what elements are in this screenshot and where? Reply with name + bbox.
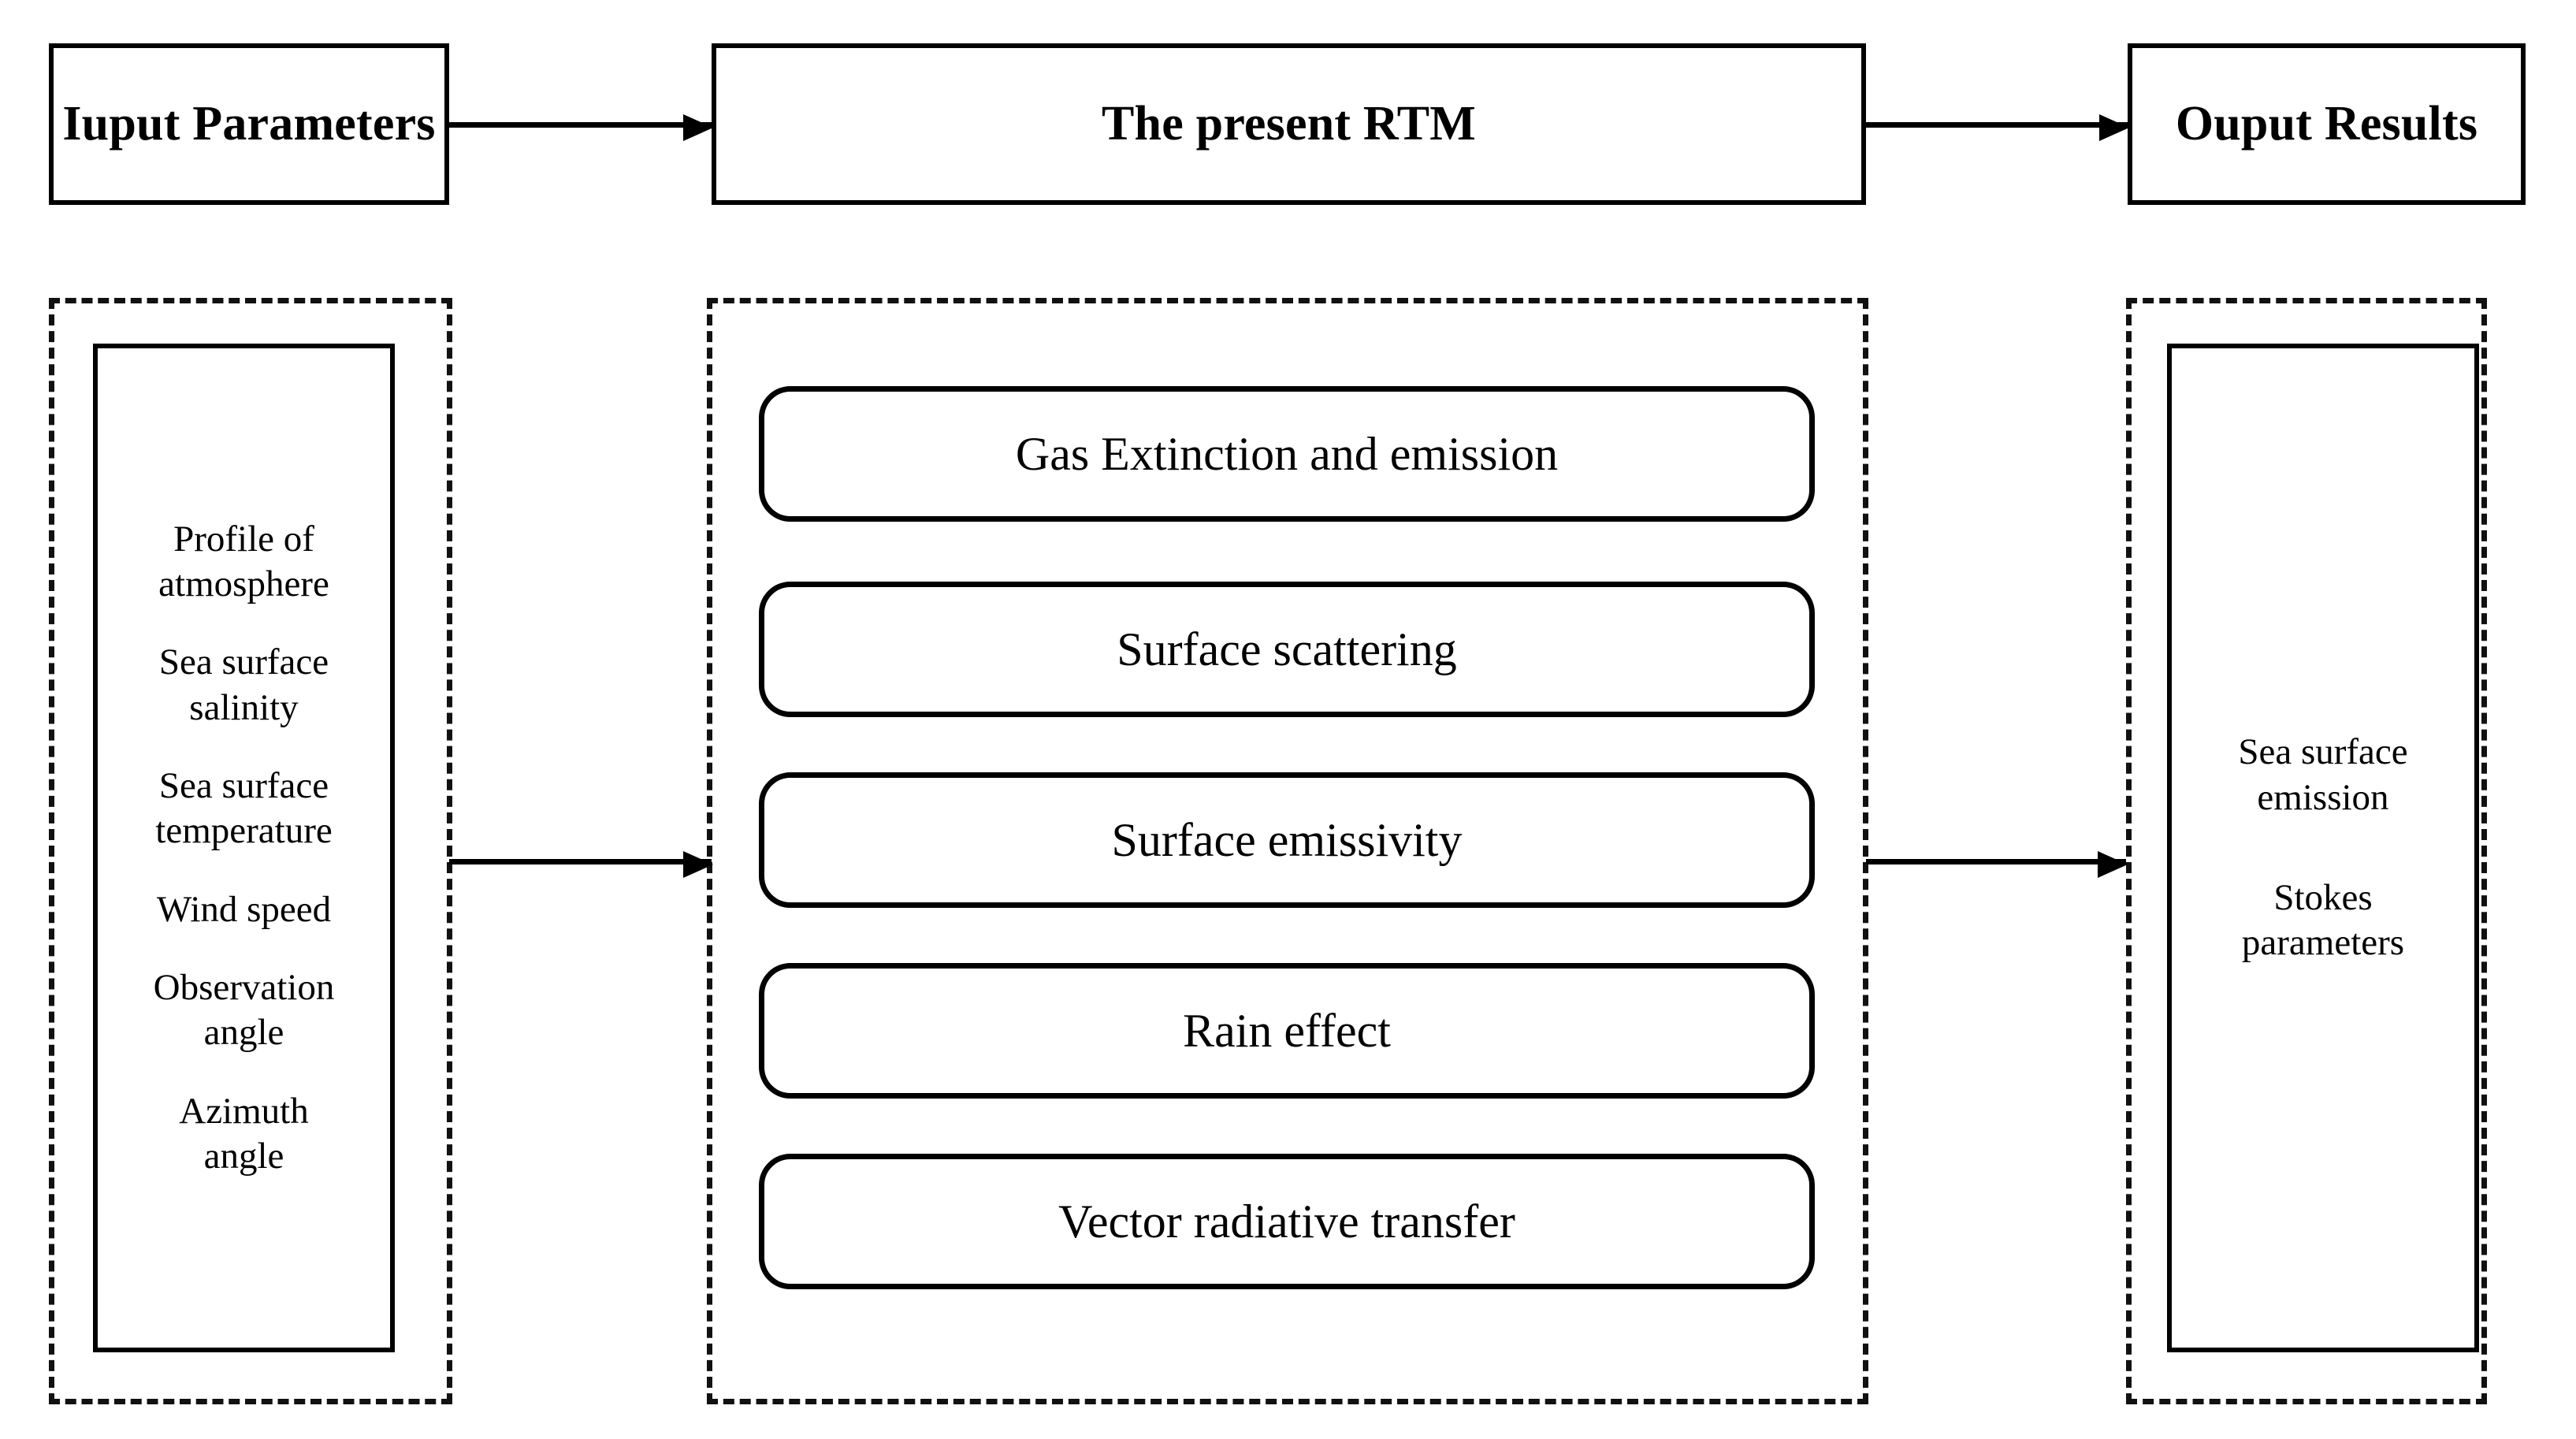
- output-results-dashed-panel: [2126, 298, 2487, 1404]
- module-vector-radiative-transfer: Vector radiative transfer: [759, 1154, 1815, 1289]
- list-item: Sea surface emission: [2238, 731, 2408, 818]
- arrow-rtm-to-output-top: [1866, 114, 2129, 141]
- list-item: Profile of atmosphere: [158, 518, 329, 605]
- module-gas-extinction-and-emission: Gas Extinction and emission: [759, 386, 1815, 522]
- input-parameters-box: Iuput Parameters: [49, 43, 449, 205]
- list-item: Azimuth angle: [179, 1090, 309, 1177]
- list-item: Wind speed: [156, 888, 332, 930]
- present-rtm-box: The present RTM: [712, 43, 1866, 205]
- arrow-input-to-rtm-top: [449, 114, 713, 141]
- list-item: Sea surface salinity: [158, 641, 329, 728]
- arrow-rtm-to-output-detail: [1866, 851, 2128, 878]
- list-item: Observation angle: [153, 966, 335, 1054]
- input-parameters-inner-box: [93, 344, 395, 1352]
- module-surface-scattering: Surface scattering: [759, 582, 1815, 717]
- list-item: Sea surface temperature: [155, 765, 333, 852]
- output-results-inner-box: [2167, 344, 2479, 1352]
- output-results-box: Ouput Results: [2128, 43, 2526, 205]
- input-parameters-list: Profile of atmosphere Sea surface salini…: [93, 344, 395, 1352]
- list-item: Stokes parameters: [2241, 877, 2405, 964]
- module-surface-emissivity: Surface emissivity: [759, 772, 1815, 908]
- module-rain-effect: Rain effect: [759, 963, 1815, 1099]
- output-results-list: Sea surface emission Stokes parameters: [2167, 344, 2479, 1352]
- input-parameters-dashed-panel: [49, 298, 452, 1404]
- arrow-input-to-rtm-detail: [449, 851, 713, 878]
